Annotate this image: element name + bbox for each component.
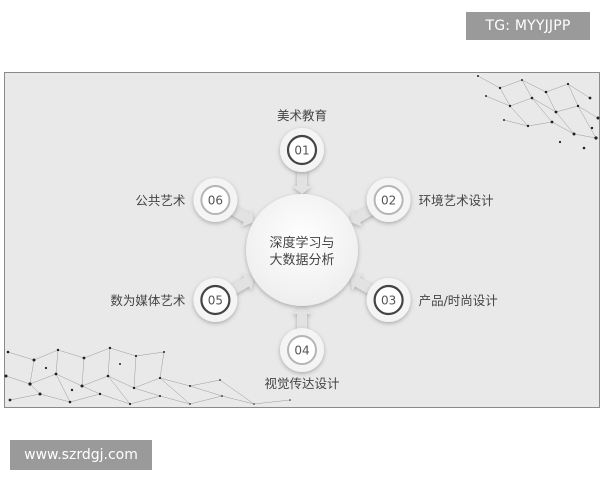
outer-nodes: 01 美术教育 02 环境艺术设计 03 产品/时尚设计 04 视觉传达设计 05 数为媒体艺术 0… [110, 108, 497, 391]
node-number: 04 [294, 344, 309, 358]
center-hub: 深度学习与 大数据分析 [246, 194, 358, 306]
node-03: 03 [366, 278, 411, 322]
node-01: 01 [280, 128, 324, 172]
node-ring [373, 284, 404, 316]
connector-arrow-01 [292, 170, 312, 194]
node-label-01: 美术教育 [277, 108, 327, 123]
node-label-05: 数为媒体艺术 [110, 293, 186, 308]
node-ring [287, 335, 317, 365]
connector-arrow-06 [230, 205, 254, 227]
node-ring [373, 185, 404, 215]
node-number: 03 [381, 294, 396, 308]
node-02: 02 [366, 178, 411, 222]
network-dots-bottom-left [4, 346, 291, 406]
node-06: 06 [193, 178, 238, 222]
node-ring [286, 134, 318, 166]
node-04: 04 [280, 328, 324, 372]
node-number: 02 [381, 194, 396, 208]
connector-arrow-03 [350, 273, 374, 295]
node-ring [200, 284, 231, 316]
center-line-1: 深度学习与 [269, 235, 334, 251]
center-line-2: 大数据分析 [269, 253, 334, 268]
node-label-04: 视觉传达设计 [264, 376, 339, 391]
node-ring [200, 185, 231, 215]
watermark-tag-bottom: www.szrdgj.com [10, 440, 152, 470]
connector-arrow-04 [292, 306, 312, 330]
node-05: 05 [193, 278, 238, 322]
node-number: 05 [208, 294, 223, 308]
node-label-06: 公共艺术 [135, 193, 186, 208]
network-decoration-top-right [477, 75, 599, 139]
node-number: 01 [294, 144, 309, 158]
connector-arrow-05 [230, 273, 254, 295]
node-label-02: 环境艺术设计 [419, 193, 494, 208]
node-label-03: 产品/时尚设计 [419, 293, 498, 308]
node-number: 06 [208, 194, 223, 208]
network-decoration-bottom-left [5, 347, 291, 405]
watermark-tag-top: TG: MYYJJPP [466, 12, 590, 40]
connector-arrows [230, 170, 374, 330]
network-dots-top-right [477, 75, 600, 150]
connector-arrow-02 [350, 205, 374, 227]
